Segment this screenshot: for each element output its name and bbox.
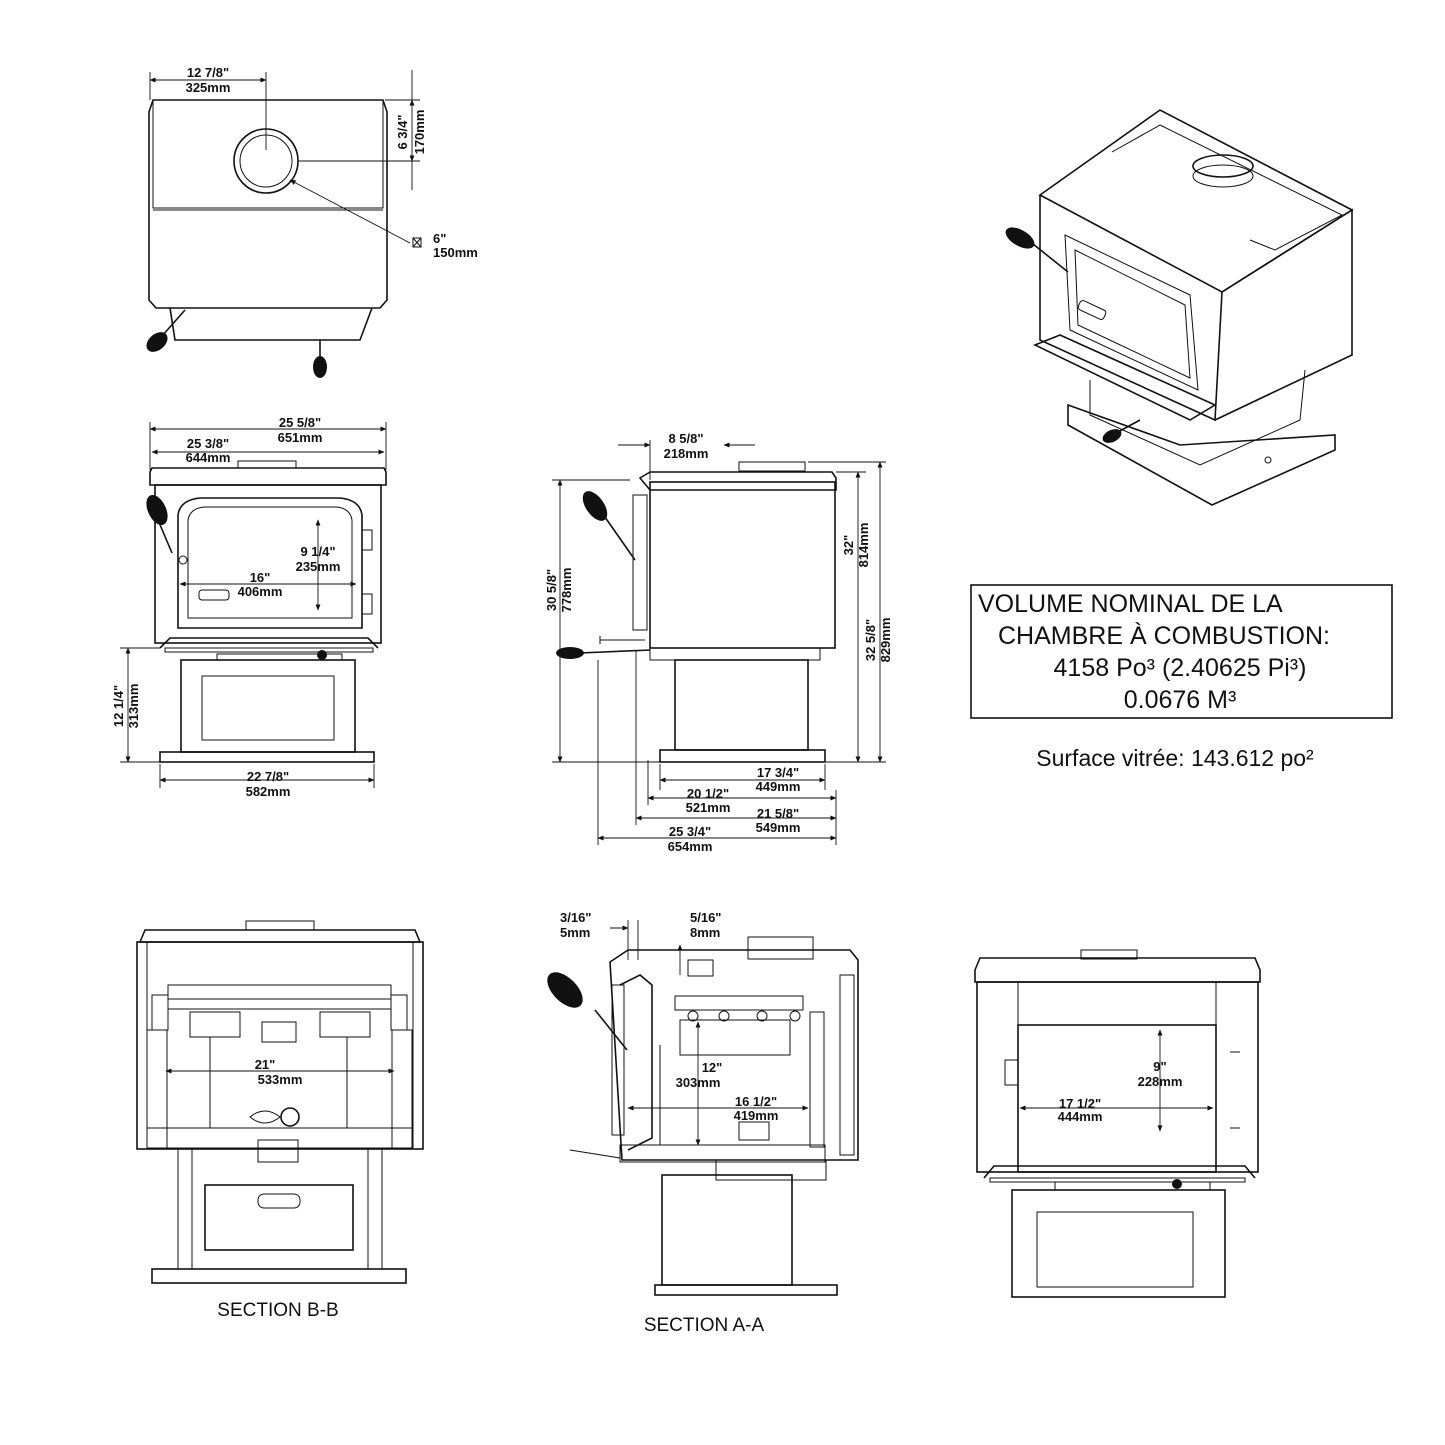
aa-t2-mm: 8mm [690, 925, 720, 940]
section-a-a: 3/16" 5mm 5/16" 8mm 12" 303mm 16 1/2" 41… [547, 910, 859, 1336]
depth-1-in: 20 1/2" [687, 786, 729, 801]
front-top-in: 25 3/8" [187, 436, 229, 451]
spec-line-3: 4158 Po³ (2.40625 Pi³) [1054, 654, 1307, 682]
top-depth-in: 6 3/4" [395, 114, 410, 149]
spec-line-2: CHAMBRE À COMBUSTION: [998, 621, 1330, 650]
front-overall-in: 25 5/8" [279, 415, 321, 430]
side-flue-offset-in: 8 5/8" [668, 431, 703, 446]
aa-depth-in: 16 1/2" [735, 1094, 777, 1109]
door-height-in: 9 1/4" [300, 544, 335, 559]
section-bb-caption: SECTION B-B [217, 1300, 338, 1321]
side-handle-height-mm: 778mm [559, 568, 574, 613]
door-height-mm: 235mm [296, 559, 341, 574]
door-width-in: 16" [250, 570, 271, 585]
section-aa-caption: SECTION A-A [644, 1315, 765, 1336]
side-view: 8 5/8" 218mm 30 5/8" 778mm 32" 814mm 32 … [544, 431, 893, 854]
side-flue-height-mm: 829mm [878, 618, 893, 663]
top-view: 12 7/8" 325mm 6 3/4" 170mm 6" 150mm [146, 65, 478, 378]
aa-height-in: 12" [702, 1060, 723, 1075]
overall-depth-in: 25 3/4" [669, 824, 711, 839]
spec-line-1: VOLUME NOMINAL DE LA [978, 590, 1283, 618]
flue-diameter-in: 6" [433, 231, 446, 246]
isometric-view [1005, 109, 1354, 506]
bb-inner-width-mm: 533mm [258, 1072, 303, 1087]
firebox-width-in: 17 1/2" [1059, 1096, 1101, 1111]
firebox-view: 9" 228mm 17 1/2" 444mm [974, 949, 1261, 1298]
aa-t1-in: 3/16" [560, 910, 591, 925]
front-overall-mm: 651mm [278, 430, 323, 445]
firebox-width-mm: 444mm [1058, 1109, 1103, 1124]
aa-depth-mm: 419mm [734, 1108, 779, 1123]
aa-t1-mm: 5mm [560, 925, 590, 940]
section-b-b: 21" 533mm SECTION B-B [136, 920, 424, 1321]
spec-box: VOLUME NOMINAL DE LA CHAMBRE À COMBUSTIO… [970, 584, 1393, 771]
door-width-mm: 406mm [238, 584, 283, 599]
aa-height-mm: 303mm [676, 1075, 721, 1090]
depth-2-mm: 549mm [756, 820, 801, 835]
top-width-in: 12 7/8" [187, 65, 229, 80]
pedestal-height-mm: 313mm [126, 684, 141, 729]
front-view: 25 5/8" 651mm 25 3/8" 644mm 9 1/4" 235mm… [111, 415, 387, 799]
top-depth-mm: 170mm [412, 110, 427, 155]
base-depth-mm: 449mm [756, 779, 801, 794]
front-top-mm: 644mm [186, 450, 231, 465]
aa-t2-in: 5/16" [690, 910, 721, 925]
depth-1-mm: 521mm [686, 800, 731, 815]
base-width-in: 22 7/8" [247, 769, 289, 784]
firebox-height-mm: 228mm [1138, 1074, 1183, 1089]
spec-line-4: 0.0676 M³ [1124, 686, 1237, 714]
bb-inner-width-in: 21" [255, 1057, 276, 1072]
pedestal-height-in: 12 1/4" [111, 685, 126, 727]
flue-diameter-mm: 150mm [433, 245, 478, 260]
side-flue-offset-mm: 218mm [664, 446, 709, 461]
side-flue-height-in: 32 5/8" [863, 619, 878, 661]
side-handle-height-in: 30 5/8" [544, 569, 559, 611]
overall-depth-mm: 654mm [668, 839, 713, 854]
top-width-mm: 325mm [186, 80, 231, 95]
base-width-mm: 582mm [246, 784, 291, 799]
side-top-height-mm: 814mm [856, 523, 871, 568]
firebox-height-in: 9" [1153, 1059, 1166, 1074]
base-depth-in: 17 3/4" [757, 765, 799, 780]
side-top-height-in: 32" [841, 535, 856, 556]
glass-surface: Surface vitrée: 143.612 po² [1036, 745, 1314, 771]
depth-2-in: 21 5/8" [757, 806, 799, 821]
